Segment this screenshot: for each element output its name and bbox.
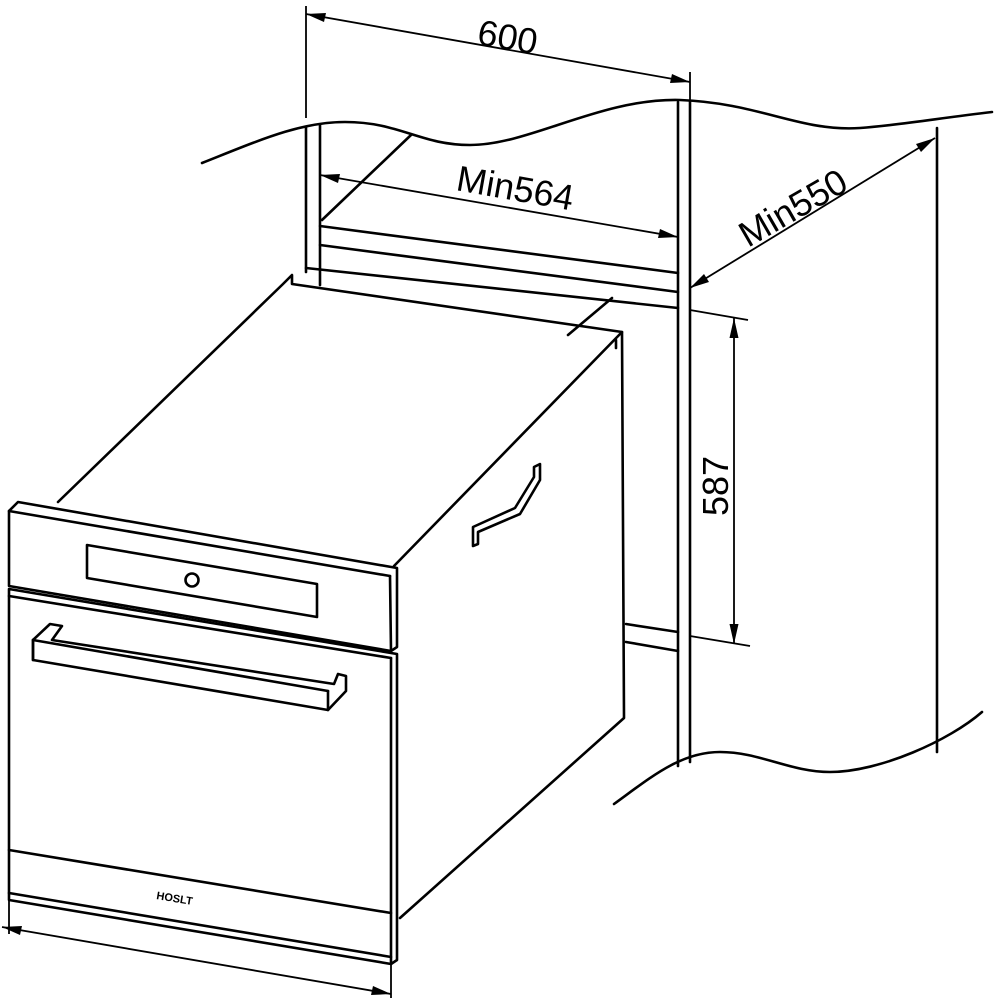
dim-600-label: 600 xyxy=(475,12,541,63)
oven-door-handle-top-edge xyxy=(31,638,330,693)
dim-min550-label: Min550 xyxy=(732,160,855,255)
bottom-rail-upper xyxy=(624,622,680,634)
oven-door xyxy=(7,587,399,966)
shelf-back-diagonal xyxy=(320,133,413,222)
dim-min550-arrow-lower xyxy=(690,274,709,288)
control-panel-frame xyxy=(7,500,399,653)
shelf-lower-edge xyxy=(304,266,680,310)
dim-587-arrow-top xyxy=(729,318,739,338)
dim-600-line xyxy=(305,13,691,83)
control-knob-icon xyxy=(184,572,200,588)
brand-label: HOSLT xyxy=(156,890,194,908)
control-display-strip xyxy=(85,543,319,619)
dim-min550-line xyxy=(689,137,936,289)
oven-top-surface xyxy=(56,273,624,568)
shelf-front-bottom-edge xyxy=(318,243,680,294)
dim-600-arrow-right xyxy=(670,74,690,83)
side-handle-bracket xyxy=(471,462,542,548)
cabinet-top-cut-line xyxy=(200,98,994,165)
dim-bottom-line xyxy=(1,926,392,995)
control-panel-top-edge xyxy=(7,509,392,578)
dim-bottom-arrow-left xyxy=(2,926,22,935)
oven-door-handle xyxy=(31,622,348,712)
dim-min564-line xyxy=(319,174,679,238)
shelf-front-top-edge xyxy=(318,224,680,275)
oven-right-side xyxy=(398,330,626,920)
dim-bottom-arrow-right xyxy=(371,986,391,995)
dim-587-arrow-bottom xyxy=(729,624,739,644)
dim-min550-arrow-upper xyxy=(916,138,935,152)
cabinet-structure xyxy=(200,98,994,806)
dim-587-bottom-extension xyxy=(689,635,751,647)
dim-587-label: 587 xyxy=(695,456,736,516)
dim-587-top-extension xyxy=(689,309,749,321)
control-panel-right-edge xyxy=(388,574,393,653)
dimension-annotations: 600 Min564 Min550 587 xyxy=(1,6,936,998)
cabinet-bottom-cut-line xyxy=(612,710,984,806)
dim-min564-arrow-right xyxy=(658,229,678,238)
oven-door-bottom-inner-line xyxy=(7,891,393,959)
oven-appliance: HOSLT xyxy=(7,273,626,966)
bottom-rail-lower xyxy=(624,640,680,653)
niche-back-diagonal xyxy=(566,296,614,337)
dim-min564-arrow-left xyxy=(320,174,340,183)
oven-door-bottom-panel-line xyxy=(7,848,393,915)
oven-door-top-edge xyxy=(7,594,393,660)
dim-600-arrow-left xyxy=(306,13,326,22)
